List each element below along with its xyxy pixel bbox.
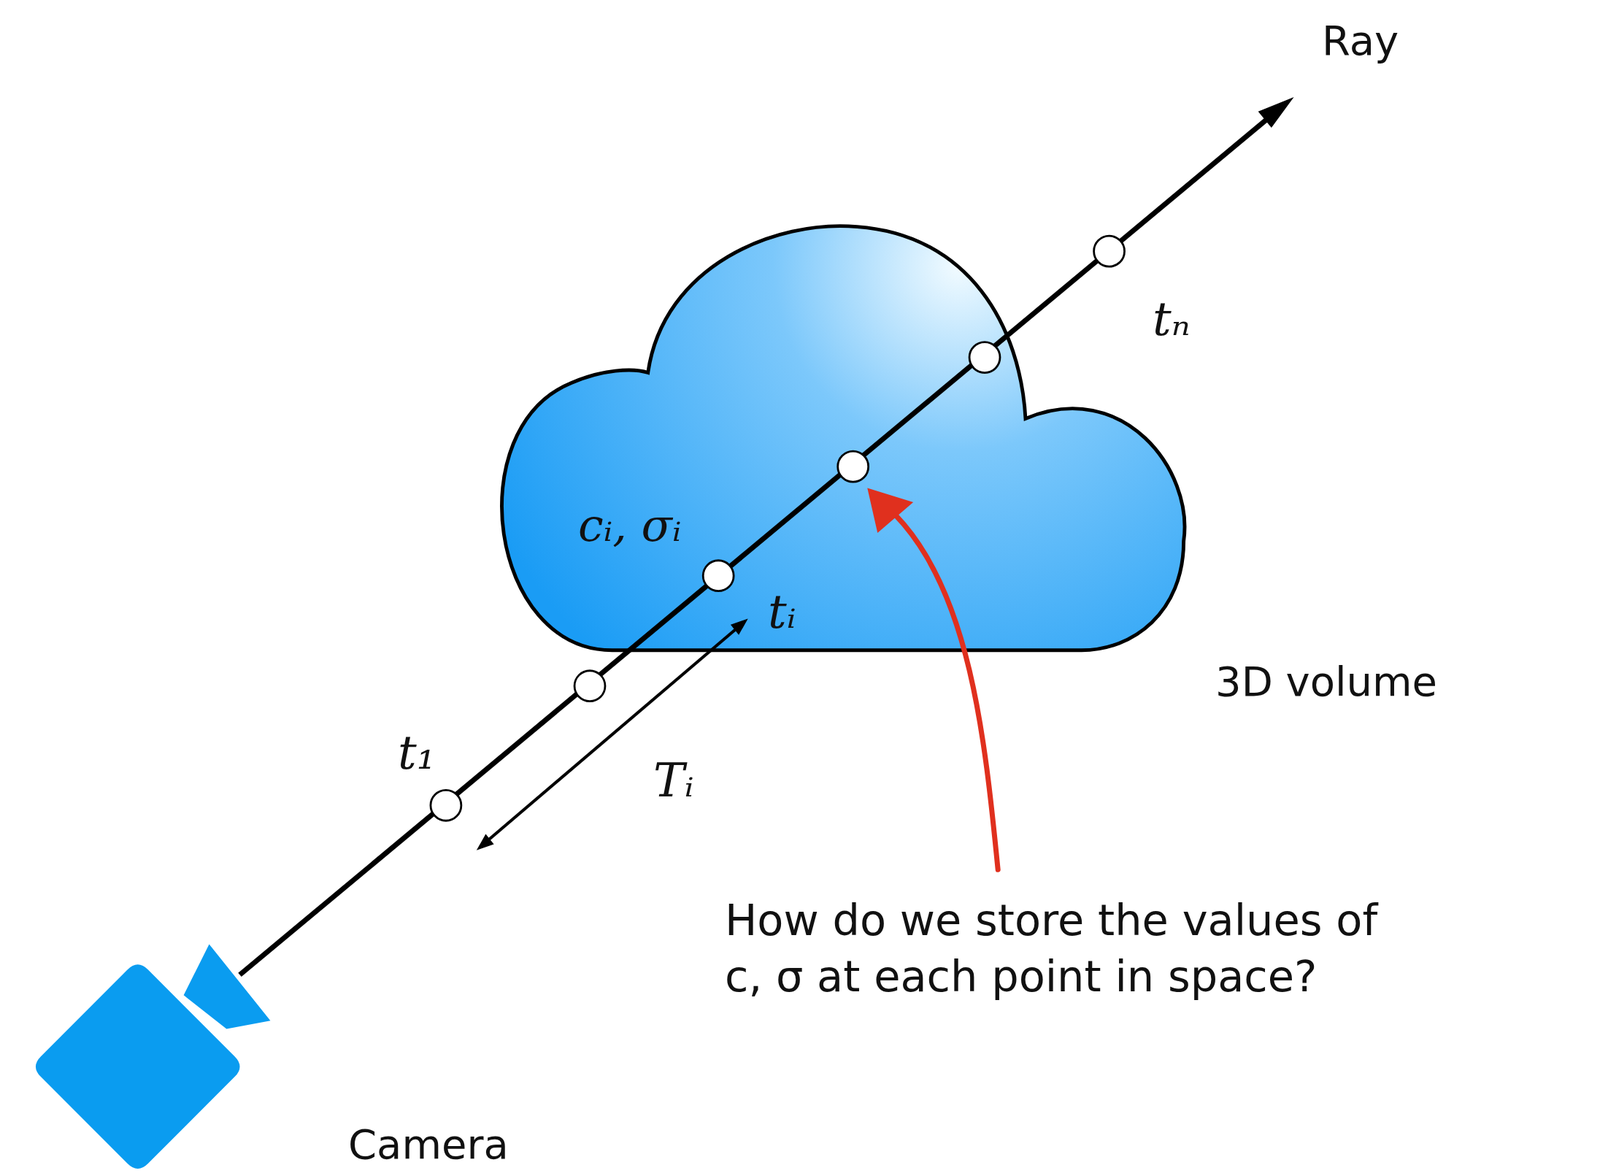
distance-arrow <box>476 618 749 850</box>
ray-label: Ray <box>1321 17 1399 65</box>
camera-icon <box>35 943 271 1169</box>
question-note: How do we store the values of c, σ at ea… <box>724 892 1387 1005</box>
sample-label: tᵢ <box>767 585 797 640</box>
sample-label: tₙ <box>1152 292 1191 347</box>
transmittance-label: Tᵢ <box>653 754 695 809</box>
ray-arrowhead <box>1258 97 1295 128</box>
color-density-label: cᵢ, σᵢ <box>578 499 682 552</box>
red-pointer <box>867 488 998 871</box>
ray-line <box>240 110 1279 975</box>
volume-cloud <box>501 226 1184 651</box>
volume-label: 3D volume <box>1215 658 1438 706</box>
sample-label: t₁ <box>397 726 436 781</box>
camera-label: Camera <box>348 1121 509 1168</box>
sample-points <box>430 235 1125 821</box>
